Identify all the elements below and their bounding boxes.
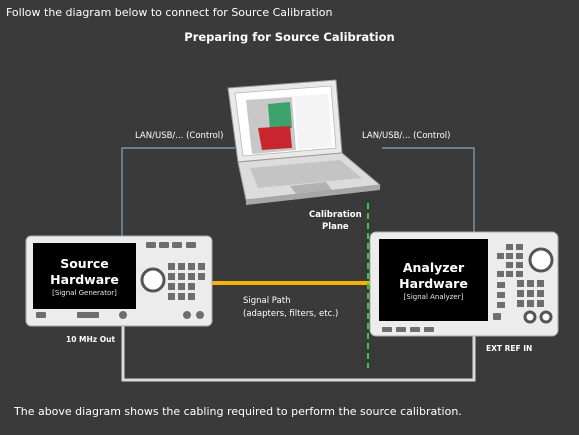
analyzer-screen: Analyzer Hardware [Signal Analyzer]	[379, 260, 488, 302]
source-screen: Source Hardware [Signal Generator]	[33, 256, 136, 298]
calibration-plane-label-line2: Plane	[322, 222, 349, 232]
control-cable-left	[121, 147, 235, 238]
analyzer-title-line1: Analyzer	[402, 260, 465, 275]
analyzer-subtitle: [Signal Analyzer]	[403, 293, 464, 301]
source-title-line2: Hardware	[50, 272, 119, 287]
footer-note: The above diagram shows the cabling requ…	[14, 405, 462, 418]
signal-path-label-line2: (adapters, filters, etc.)	[243, 309, 339, 319]
calibration-plane-label-line1: Calibration	[309, 210, 362, 220]
laptop-icon	[227, 79, 382, 205]
analyzer-port-label: EXT REF IN	[486, 344, 533, 353]
analyzer-title-line2: Hardware	[399, 276, 468, 291]
control-label-left: LAN/USB/... (Control)	[135, 131, 224, 141]
reference-cable	[121, 322, 476, 382]
control-label-right: LAN/USB/... (Control)	[362, 131, 451, 141]
source-subtitle: [Signal Generator]	[52, 289, 117, 297]
source-port-label: 10 MHz Out	[66, 335, 116, 344]
signal-generator-icon	[25, 235, 213, 327]
control-cable-right	[382, 147, 475, 238]
signal-analyzer-icon	[369, 231, 559, 337]
signal-path-label-line1: Signal Path	[243, 296, 291, 306]
diagram-title: Preparing for Source Calibration	[184, 30, 395, 44]
source-title-line1: Source	[60, 256, 109, 271]
control-cables	[121, 147, 475, 238]
instruction-text: Follow the diagram below to connect for …	[6, 6, 333, 19]
